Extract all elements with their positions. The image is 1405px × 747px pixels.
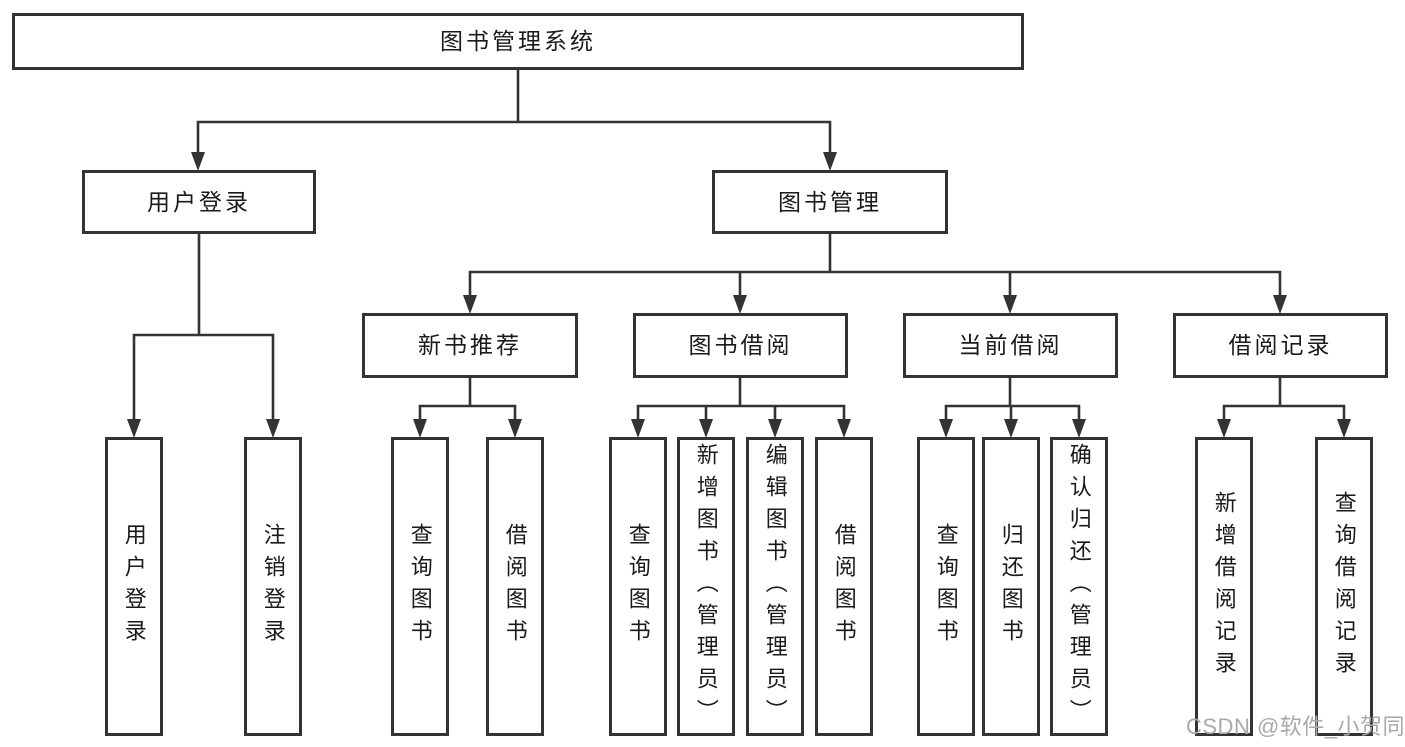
leaf-borrow-books-recommend: 借阅图书 — [486, 437, 544, 736]
node-borrowing-records: 借阅记录 — [1173, 313, 1388, 378]
node-book-borrowing: 图书借阅 — [633, 313, 848, 378]
leaf-add-book-admin: 新增图书（管理员） — [677, 437, 735, 736]
leaf-add-borrow-record: 新增借阅记录 — [1195, 437, 1253, 736]
node-new-book-recommend: 新书推荐 — [362, 313, 578, 378]
leaf-borrow-books-borrowing: 借阅图书 — [815, 437, 873, 736]
node-current-borrowing: 当前借阅 — [903, 313, 1118, 378]
node-library-management-system: 图书管理系统 — [12, 13, 1024, 70]
leaf-return-books: 归还图书 — [982, 437, 1040, 736]
leaf-confirm-return-admin: 确认归还（管理员） — [1050, 437, 1108, 736]
leaf-query-books-recommend: 查询图书 — [391, 437, 449, 736]
leaf-logout: 注销登录 — [244, 437, 302, 736]
leaf-edit-book-admin: 编辑图书（管理员） — [746, 437, 804, 736]
node-user-login: 用户登录 — [82, 170, 316, 234]
leaf-query-books-borrowing: 查询图书 — [609, 437, 667, 736]
leaf-query-borrow-record: 查询借阅记录 — [1315, 437, 1373, 736]
leaf-query-books-current: 查询图书 — [917, 437, 975, 736]
csdn-watermark: CSDN @软件_小贺同学 — [1186, 714, 1405, 739]
node-book-management: 图书管理 — [712, 170, 948, 234]
leaf-user-login: 用户登录 — [105, 437, 163, 736]
arrowheads — [127, 152, 1351, 438]
